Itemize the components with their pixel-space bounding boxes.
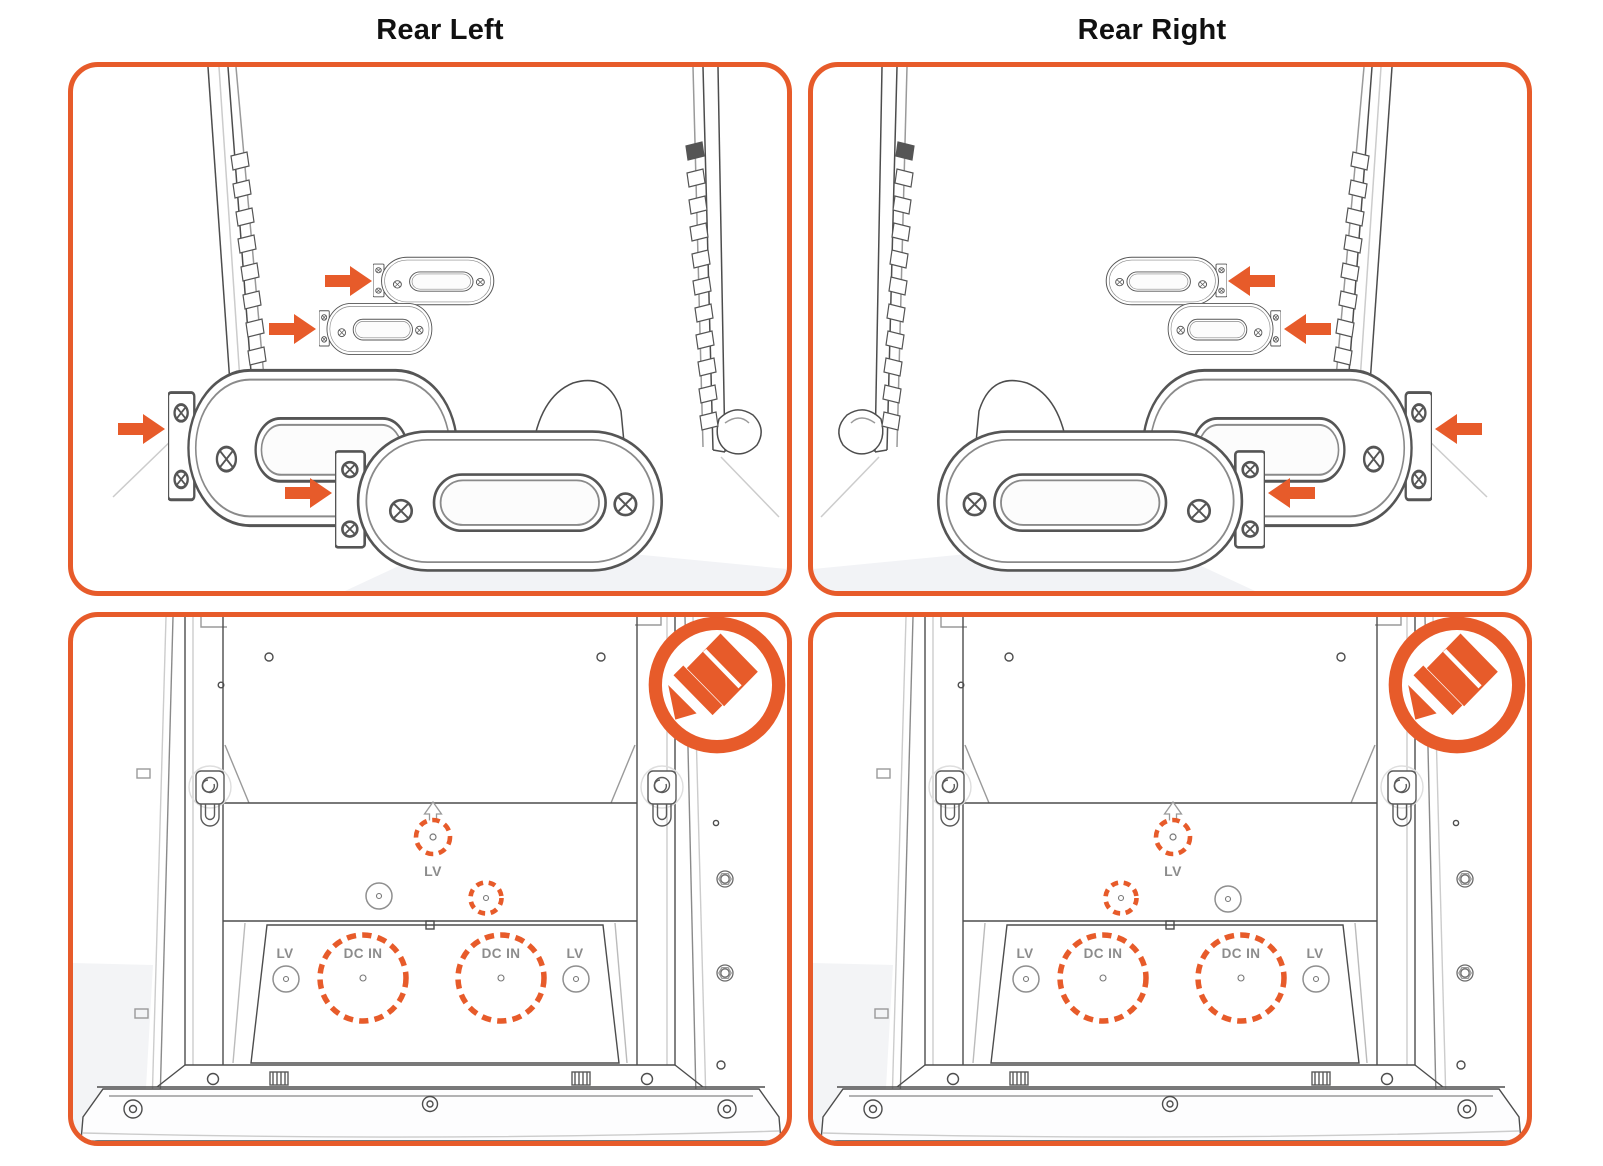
port-label-dc-in-right: DC IN <box>482 946 521 961</box>
port-label-dc-in-left: DC IN <box>1084 946 1123 961</box>
knockout-highlights: LV LV DC IN DC IN LV <box>273 802 589 1021</box>
knockout-pilot-hole <box>375 892 383 900</box>
panel-rear-right-glands <box>808 62 1532 596</box>
port-label-dc-in-left: DC IN <box>344 946 383 961</box>
rear-right-glands-illustration <box>813 67 1527 591</box>
knockout-pilot-hole <box>1224 895 1232 903</box>
rear-right-title: Rear Right <box>1077 14 1227 46</box>
rear-left-base-illustration: LV LV DC IN DC IN LV <box>73 617 787 1141</box>
port-label-lv-left: LV <box>1016 946 1033 961</box>
gland-covers-with-arrow-left-icons <box>813 67 1487 591</box>
lv-knockout-dashed-circle <box>416 802 450 854</box>
gland-covers-with-arrow-right-icons <box>113 67 787 591</box>
rear-right-base-illustration: LV LV DC IN DC IN LV <box>813 617 1527 1141</box>
marker-icon <box>1386 614 1528 756</box>
knockout-pilot-hole <box>1117 894 1125 902</box>
port-label-lv-right: LV <box>566 946 583 961</box>
marker-icon <box>646 614 788 756</box>
knockout-pilot-hole <box>482 894 490 902</box>
panel-rear-left-glands <box>68 62 792 596</box>
lv-top-label: LV <box>1164 863 1182 879</box>
port-label-dc-in-right: DC IN <box>1222 946 1261 961</box>
port-label-lv-left: LV <box>276 946 293 961</box>
connector-plate-knockouts <box>1013 935 1329 1021</box>
rear-left-glands-illustration <box>73 67 787 591</box>
lv-top-label: LV <box>424 863 442 879</box>
rear-left-title: Rear Left <box>376 14 504 46</box>
connector-plate-knockouts <box>273 935 589 1021</box>
knockout-highlights: LV LV DC IN DC IN LV <box>1013 802 1329 1021</box>
port-label-lv-right: LV <box>1306 946 1323 961</box>
lv-knockout-dashed-circle <box>1156 802 1190 854</box>
